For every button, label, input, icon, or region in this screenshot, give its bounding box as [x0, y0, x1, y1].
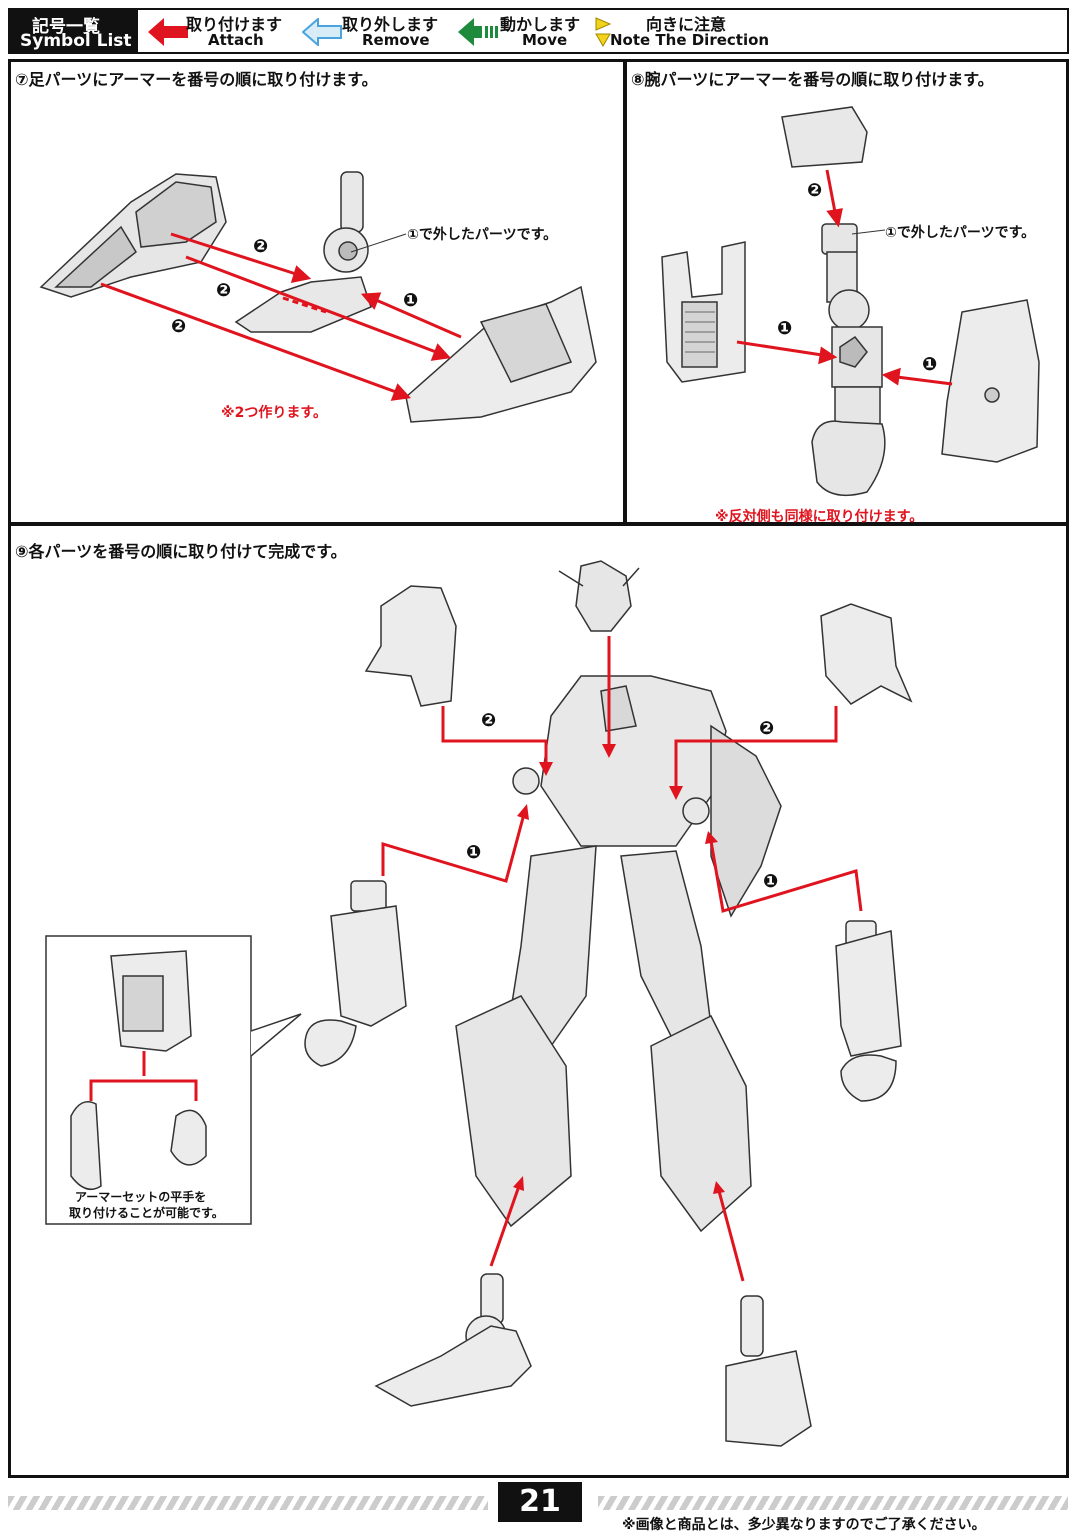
step8-right-armor	[941, 299, 1040, 463]
step9-left-shoulder	[364, 585, 457, 707]
step8-marker-1a: ❶	[777, 318, 793, 339]
step7-title: ⑦足パーツにアーマーを番号の順に取り付けます。	[15, 70, 378, 89]
step7-marker-2b: ❷	[216, 280, 232, 301]
legend-title-block: 記号一覧 Symbol List	[10, 10, 138, 52]
step9-arrow-heads	[513, 744, 725, 1194]
legend-move-en: Move	[522, 31, 568, 49]
step8-marker-2: ❷	[807, 180, 823, 201]
step8-panel: ⑧腕パーツにアーマーを番号の順に取り付けます。	[624, 59, 1069, 525]
legend-attach-jp: 取り付けます	[186, 15, 283, 34]
step9-attach-arrows	[381, 636, 863, 1282]
step9-marker-1-left: ❶	[466, 842, 482, 863]
legend-remove-jp: 取り外します	[342, 15, 439, 34]
footer-stripe-right	[598, 1496, 1068, 1510]
step7-leg-armor-left	[39, 173, 227, 298]
step8-arm-frame	[811, 223, 886, 497]
step9-marker-1-right: ❶	[763, 871, 779, 892]
step9-legs	[455, 845, 752, 1233]
legend-move-jp: 動かします	[500, 15, 581, 34]
step7-attach-arrows	[100, 232, 462, 401]
step9-illustration	[45, 560, 913, 1447]
step9-right-shoulder	[820, 603, 913, 705]
inset-note-line2: 取り付けることが可能です。	[69, 1206, 224, 1220]
legend-remove-en: Remove	[362, 31, 430, 49]
legend-attach-en: Attach	[208, 31, 264, 49]
legend-bar: 記号一覧 Symbol List 取り付けます Attach 取り外します Re…	[8, 8, 1069, 54]
step7-marker-2c: ❷	[171, 316, 187, 337]
legend-title-jp: 記号一覧	[32, 17, 100, 37]
step8-title: ⑧腕パーツにアーマーを番号の順に取り付けます。	[631, 70, 994, 89]
page-number: 21	[498, 1482, 582, 1522]
step9-left-forearm	[304, 880, 407, 1067]
step7-callout: ①で外したパーツです。	[407, 227, 558, 243]
legend-direction-en: Note The Direction	[610, 31, 770, 49]
green-arrow-icon	[458, 18, 498, 46]
step7-marker-1: ❶	[403, 290, 419, 311]
step8-callout: ①で外したパーツです。	[885, 225, 1036, 241]
step9-right-foot	[725, 1295, 812, 1447]
step9-marker-2-right: ❷	[759, 718, 775, 739]
step9-marker-2-left: ❷	[481, 710, 497, 731]
step8-top-armor	[781, 106, 868, 168]
yellow-triangles-icon	[595, 17, 612, 47]
step9-inset-art	[70, 950, 207, 1191]
step7-marker-2a: ❷	[253, 236, 269, 257]
step7-note: ※2つ作ります。	[221, 405, 327, 421]
step9-panel: ⑨各パーツを番号の順に取り付けて完成です。	[8, 523, 1069, 1478]
legend-direction-jp: 向きに注意	[646, 15, 727, 34]
step8-illustration	[661, 106, 1040, 497]
legend-title-en: Symbol List	[20, 31, 132, 51]
step7-panel: ⑦足パーツにアーマーを番号の順に取り付けます。	[8, 59, 626, 525]
step9-torso	[512, 675, 782, 918]
step8-left-armor	[661, 241, 746, 383]
step9-left-foot	[374, 1273, 532, 1407]
red-arrow-icon	[148, 18, 188, 46]
footer-disclaimer: ※画像と商品とは、多少異なりますのでご了承ください。	[622, 1517, 986, 1533]
step8-marker-1b: ❶	[922, 354, 938, 375]
step9-right-forearm	[835, 920, 902, 1102]
step9-title: ⑨各パーツを番号の順に取り付けて完成です。	[15, 542, 347, 561]
step9-head	[558, 560, 640, 632]
step7-illustration	[39, 171, 597, 423]
blue-outline-arrow-icon	[302, 18, 342, 46]
step8-note: ※反対側も同様に取り付けます。	[715, 509, 924, 525]
step8-attach-arrows	[736, 169, 953, 386]
step9-inset-arrows	[89, 1051, 198, 1101]
step7-leg-armor-right	[405, 285, 597, 423]
footer-stripe-left	[8, 1496, 488, 1510]
inset-note-line1: アーマーセットの平手を	[75, 1190, 207, 1204]
